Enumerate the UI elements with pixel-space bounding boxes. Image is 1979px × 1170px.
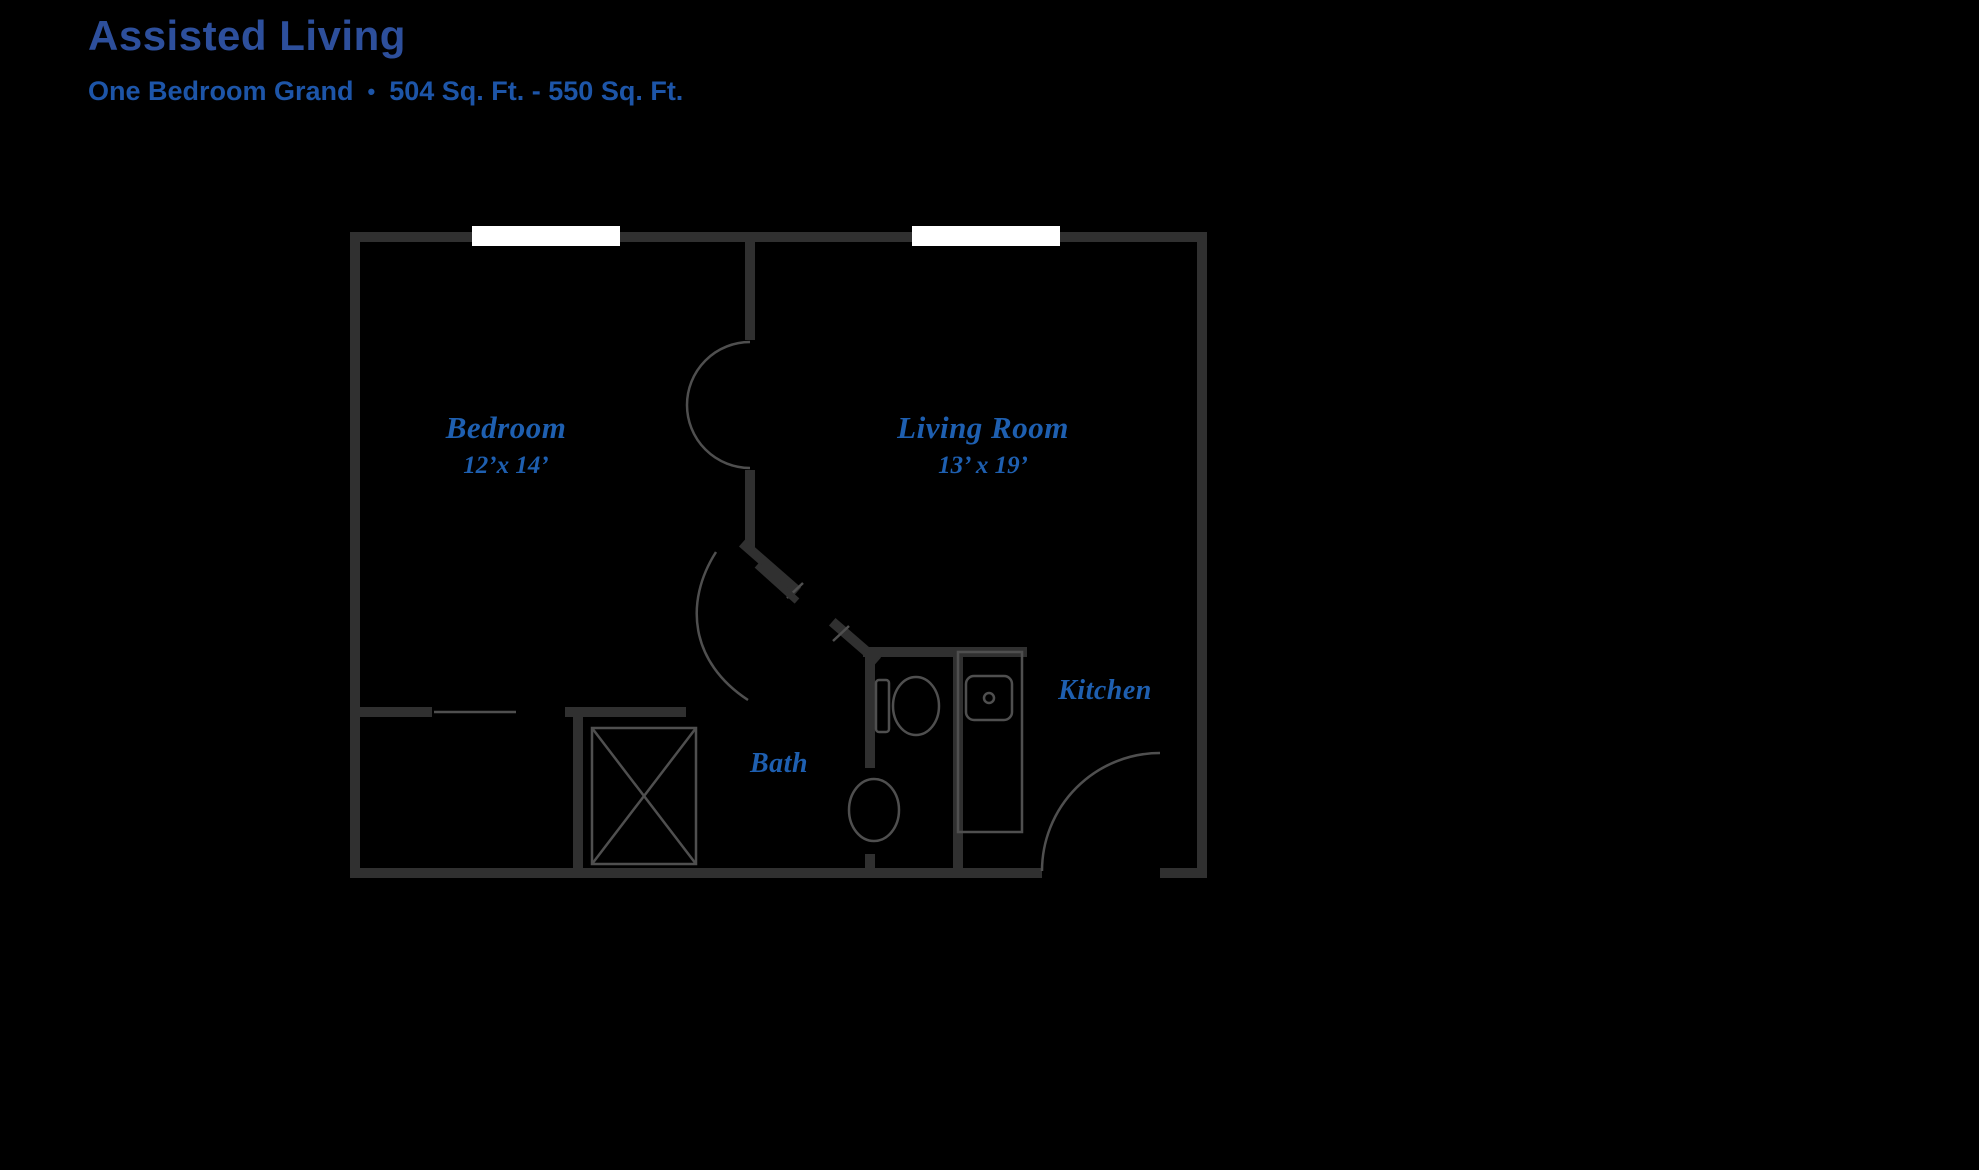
bath-sink-icon (847, 777, 901, 843)
bedroom-window (472, 226, 620, 246)
closet-crossed-box (590, 726, 698, 866)
bath-label: Bath (749, 748, 809, 779)
area-range-label: 504 Sq. Ft. - 550 Sq. Ft. (389, 76, 684, 106)
toilet-icon (874, 675, 941, 737)
kitchen-counter (956, 650, 1024, 834)
bullet-separator: • (367, 78, 376, 104)
living-room-window (912, 226, 1060, 246)
living-room-label: Living Room (897, 410, 1069, 445)
entry-door-arc (1040, 751, 1161, 872)
bedroom-dimensions: 12’x 14’ (463, 452, 549, 479)
kitchen-sink-icon (964, 674, 1014, 722)
outer-walls (350, 232, 1207, 878)
living-room-dimensions: 13’ x 19’ (938, 452, 1028, 479)
bath-door (695, 551, 850, 702)
bedroom-double-swing-door (685, 340, 751, 470)
bedroom-label: Bedroom (445, 410, 567, 445)
kitchen-label: Kitchen (1058, 675, 1152, 706)
plan-name-label: One Bedroom Grand (88, 76, 354, 106)
interior-walls (350, 232, 1027, 878)
page-title: Assisted Living (88, 12, 406, 59)
page-subtitle: One Bedroom Grand • 504 Sq. Ft. - 550 Sq… (88, 76, 683, 107)
